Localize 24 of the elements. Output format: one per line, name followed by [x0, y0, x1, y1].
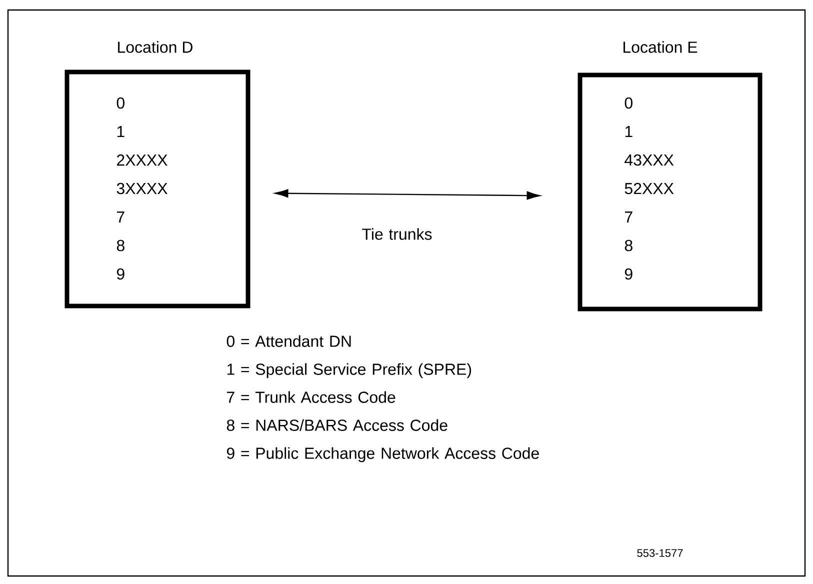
double-arrow — [274, 189, 540, 200]
legend-text: 9 = Public Exchange Network Access Code — [226, 447, 539, 462]
code-entry: 8 — [116, 240, 124, 252]
code-entry: 2XXXX — [117, 154, 168, 166]
legend-text: 8 = NARS/BARS Access Code — [226, 419, 448, 431]
location-heading: Location D — [118, 41, 192, 53]
code-entry: 0 — [624, 97, 632, 109]
code-entry: 1 — [625, 126, 632, 137]
legend-text: 1 = Special Service Prefix (SPRE) — [227, 363, 472, 378]
legend-text: 7 = Trunk Access Code — [227, 391, 396, 403]
code-entry: 7 — [117, 212, 124, 222]
code-entry: 52XXX — [624, 182, 674, 194]
figure-number: 553-1577 — [637, 549, 683, 557]
code-entry: 7 — [625, 212, 632, 222]
location-heading: Location E — [624, 41, 698, 53]
code-entry: 43XXX — [624, 154, 674, 166]
code-entry: 8 — [624, 240, 632, 252]
code-entry: 1 — [117, 126, 124, 137]
code-entry: 9 — [624, 268, 632, 280]
code-entry: 0 — [116, 97, 124, 109]
edge-label: Tie trunks — [356, 227, 438, 241]
legend-text: 0 = Attendant DN — [226, 335, 351, 347]
code-entry: 9 — [116, 268, 124, 280]
code-entry: 3XXXX — [116, 182, 168, 194]
